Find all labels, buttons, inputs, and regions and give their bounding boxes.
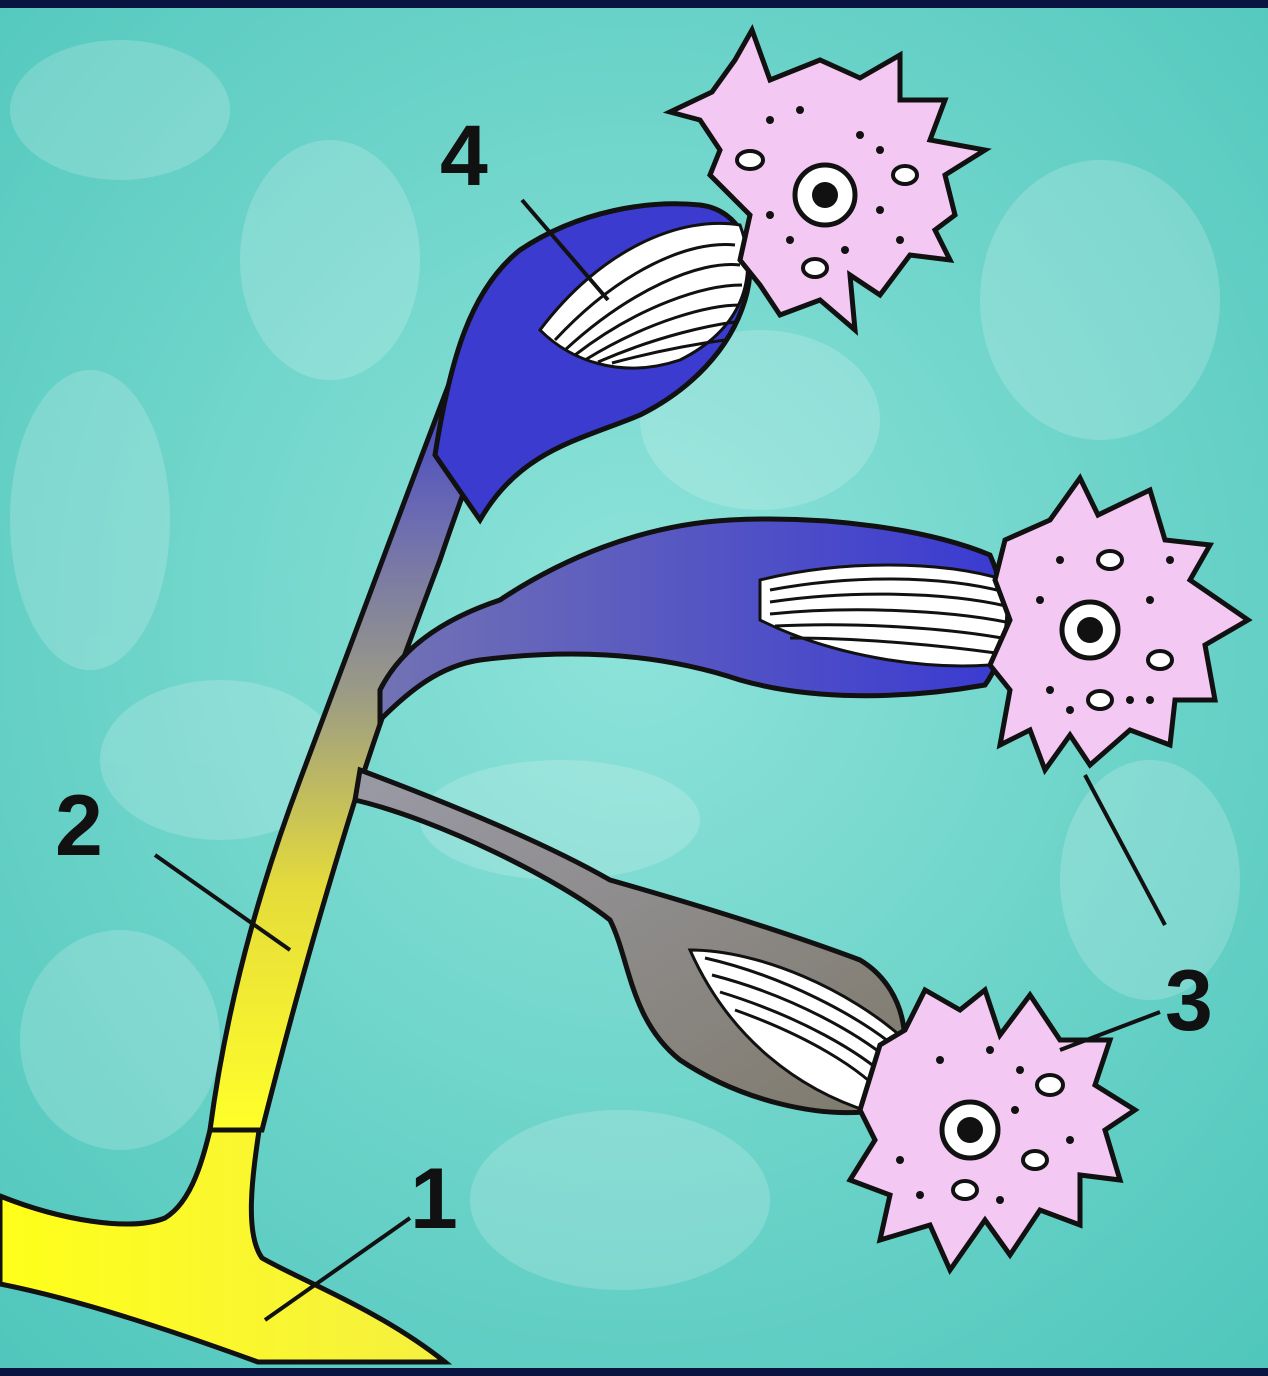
label-4: 4: [440, 108, 488, 204]
label-3: 3: [1165, 953, 1213, 1049]
label-2: 2: [55, 778, 103, 874]
label-1: 1: [410, 1151, 458, 1247]
